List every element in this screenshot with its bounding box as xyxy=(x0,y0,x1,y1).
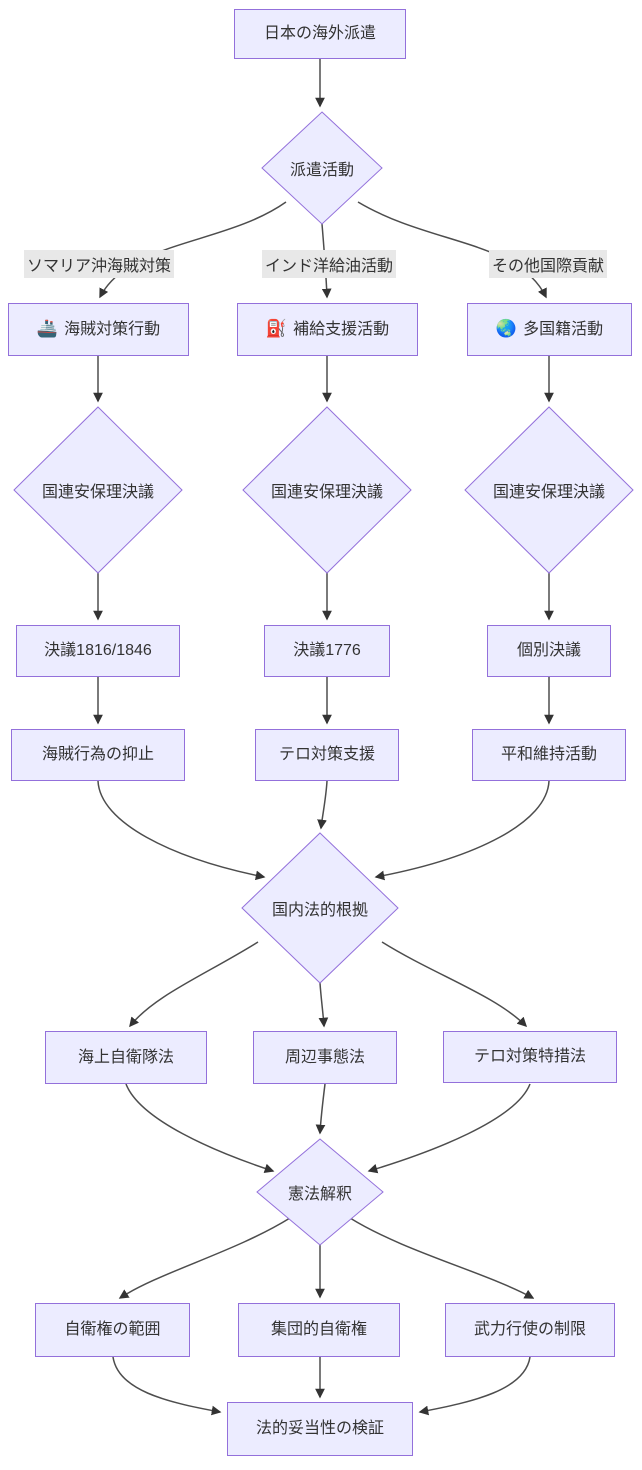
decision-unsc-mid xyxy=(242,406,412,574)
node-collective-selfdefense: 集団的自衛権 xyxy=(238,1303,400,1357)
ship-icon: 🚢 xyxy=(36,319,59,339)
node-final: 法的妥当性の検証 xyxy=(227,1402,413,1456)
decision-unsc-mid-label: 国連安保理決議 xyxy=(270,484,384,501)
edge-selfdefense-scope-final xyxy=(112,1356,222,1416)
edge-peacekeeping-domestic-law xyxy=(374,780,550,881)
decision-dispatch xyxy=(261,111,383,225)
node-root-label: 日本の海外派遣 xyxy=(263,25,376,43)
node-selfdefense-scope-label: 自衛権の範囲 xyxy=(64,1321,161,1339)
decision-unsc-right-label: 国連安保理決議 xyxy=(492,484,606,501)
node-peacekeeping: 平和維持活動 xyxy=(472,729,626,781)
node-situations-law-label: 周辺事態法 xyxy=(284,1048,365,1066)
node-force-limit: 武力行使の制限 xyxy=(445,1303,615,1357)
decision-domestic-law-label: 国内法的根拠 xyxy=(271,902,369,919)
node-refuel-support: ⛽ 補給支援活動 xyxy=(237,303,418,356)
edge-label-somalia: ソマリア沖海賊対策 xyxy=(23,250,175,278)
edge-domestic-law-situations-law xyxy=(318,982,329,1028)
node-piracy-deterrence: 海賊行為の抑止 xyxy=(11,729,185,781)
decision-unsc-left-label: 国連安保理決議 xyxy=(41,484,155,501)
node-msdf-law: 海上自衛隊法 xyxy=(45,1031,207,1084)
node-final-label: 法的妥当性の検証 xyxy=(255,1420,384,1438)
edge-terror-support-domestic-law xyxy=(317,780,328,830)
node-msdf-law-label: 海上自衛隊法 xyxy=(77,1048,174,1066)
node-collective-selfdefense-label: 集団的自衛権 xyxy=(270,1321,367,1339)
node-piracy-action: 🚢 海賊対策行動 xyxy=(8,303,189,356)
edge-label-other-intl: その他国際貢献 xyxy=(488,250,608,278)
node-terror-law: テロ対策特措法 xyxy=(443,1031,617,1083)
node-res-1776-label: 決議1776 xyxy=(293,642,361,660)
node-peacekeeping-label: 平和維持活動 xyxy=(500,746,597,764)
node-res-1776: 決議1776 xyxy=(264,625,390,677)
decision-unsc-left xyxy=(13,406,183,574)
node-res-1816-1846-label: 決議1816/1846 xyxy=(44,642,152,660)
node-refuel-support-label: 補給支援活動 xyxy=(293,320,390,338)
decision-dispatch-label: 派遣活動 xyxy=(289,162,355,179)
edge-constitution-force-limit xyxy=(349,1217,535,1299)
globe-icon: 🌏 xyxy=(495,319,518,339)
node-res-1816-1846: 決議1816/1846 xyxy=(16,625,180,677)
decision-constitution-label: 憲法解釈 xyxy=(287,1186,353,1203)
node-multinational: 🌏 多国籍活動 xyxy=(467,303,632,356)
edge-situations-law-constitution xyxy=(315,1083,326,1135)
edge-constitution-selfdefense-scope xyxy=(118,1217,291,1299)
node-root: 日本の海外派遣 xyxy=(234,9,406,59)
edge-domestic-law-terror-law xyxy=(381,941,528,1028)
edge-force-limit-final xyxy=(418,1356,531,1416)
edge-piracy-deterrence-domestic-law xyxy=(97,780,266,881)
node-force-limit-label: 武力行使の制限 xyxy=(473,1321,586,1339)
node-multinational-label: 多国籍活動 xyxy=(523,320,604,338)
edge-terror-law-constitution xyxy=(367,1083,531,1174)
edge-domestic-law-msdf-law xyxy=(129,941,259,1028)
node-piracy-action-label: 海賊対策行動 xyxy=(64,320,161,338)
node-terror-support: テロ対策支援 xyxy=(255,729,399,781)
node-terror-support-label: テロ対策支援 xyxy=(278,746,375,764)
node-res-individual: 個別決議 xyxy=(487,625,611,677)
node-situations-law: 周辺事態法 xyxy=(253,1031,397,1084)
node-res-individual-label: 個別決議 xyxy=(516,642,581,660)
decision-constitution xyxy=(256,1138,384,1246)
edge-dispatch-piracy-action xyxy=(99,201,287,299)
edge-label-indian-ocean: インド洋給油活動 xyxy=(261,250,397,278)
node-piracy-deterrence-label: 海賊行為の抑止 xyxy=(41,746,154,764)
fuel-pump-icon: ⛽ xyxy=(265,319,288,339)
node-terror-law-label: テロ対策特措法 xyxy=(473,1048,586,1066)
decision-unsc-right xyxy=(464,406,634,574)
edge-msdf-law-constitution xyxy=(125,1083,275,1174)
node-selfdefense-scope: 自衛権の範囲 xyxy=(35,1303,190,1357)
decision-domestic-law xyxy=(241,832,399,984)
edge-dispatch-multinational xyxy=(357,201,547,299)
